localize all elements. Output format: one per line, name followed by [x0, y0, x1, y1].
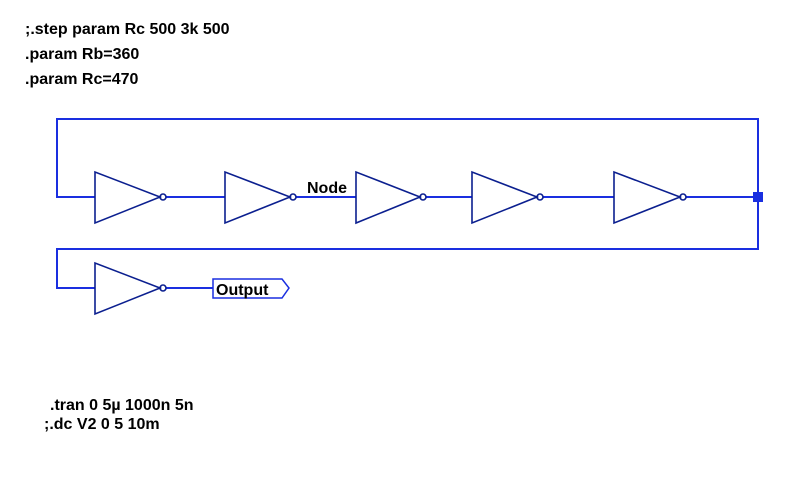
feedback-wire[interactable] [56, 118, 759, 289]
inverter-bubble-icon [679, 193, 687, 201]
junction-dot [753, 192, 763, 202]
port-flag-icon [212, 278, 290, 299]
inverter-bubble-icon [159, 193, 167, 201]
inverter-1[interactable] [94, 170, 167, 225]
inverter-5[interactable] [613, 170, 687, 225]
inverter-3[interactable] [355, 170, 427, 225]
dc-directive[interactable]: ;.dc V2 0 5 10m [44, 416, 160, 433]
inverter-bubble-icon [536, 193, 544, 201]
net-label-output: Output [216, 282, 269, 299]
inverter-bubble-icon [159, 284, 167, 292]
inverter-output[interactable] [94, 261, 167, 316]
inverter-2[interactable] [224, 170, 297, 225]
step-directive[interactable]: ;.step param Rc 500 3k 500 [25, 21, 230, 38]
inverter-bubble-icon [419, 193, 427, 201]
output-port[interactable]: Output [212, 278, 290, 299]
net-label-node[interactable]: Node [307, 180, 347, 197]
inverter-4[interactable] [471, 170, 544, 225]
param-rc-directive[interactable]: .param Rc=470 [25, 71, 139, 88]
inverter-bubble-icon [289, 193, 297, 201]
param-rb-directive[interactable]: .param Rb=360 [25, 46, 140, 63]
tran-directive[interactable]: .tran 0 5µ 1000n 5n [50, 397, 194, 414]
